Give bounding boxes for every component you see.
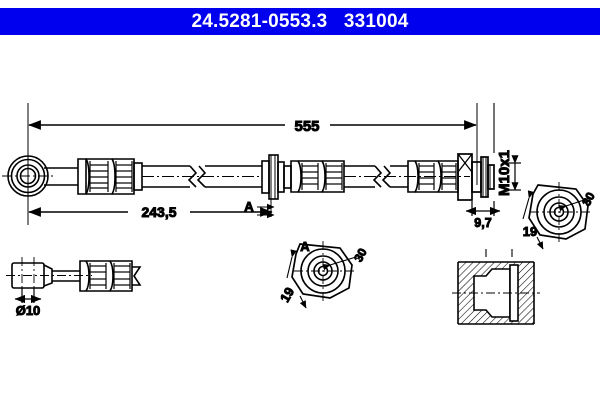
right-end-hex-view: 30 19 xyxy=(522,182,598,250)
mid-collar-detail xyxy=(270,155,276,199)
dimension-label-9-7: 9,7 xyxy=(474,216,491,230)
seat-section-view xyxy=(452,249,540,325)
mid-collar-fitting xyxy=(261,154,292,200)
technical-drawing-canvas: 555 243,5 xyxy=(0,35,600,400)
hose-body-right xyxy=(344,165,408,188)
section-marker-a: A xyxy=(244,199,254,214)
section-a-angle-label: 30 xyxy=(351,246,370,265)
section-a-angle-leader xyxy=(322,256,357,271)
dimension-label-243-5: 243,5 xyxy=(141,204,176,220)
left-ferrule-ribs xyxy=(89,161,133,192)
section-a-view-label: A xyxy=(300,239,310,254)
right-hex-angle-label: 30 xyxy=(579,190,598,209)
section-a-hex-label: 19 xyxy=(277,285,297,305)
right-end-fitting xyxy=(457,153,495,201)
dimension-9-7 xyxy=(465,201,501,216)
right-hex-centerlines xyxy=(530,182,590,242)
thread-lines xyxy=(482,157,491,197)
hex-nut-cross-hatch xyxy=(457,153,473,173)
page-title: 24.5281-0553.3 331004 xyxy=(191,10,409,32)
bottom-left-ferrule xyxy=(79,260,142,292)
bottom-left-ferrule-ribs xyxy=(89,263,131,289)
hose-body-left xyxy=(142,165,262,188)
section-a-leader xyxy=(257,203,275,219)
main-elevation-view: 555 243,5 xyxy=(2,103,521,231)
banjo-end-side-view: Ø10 xyxy=(6,257,142,319)
banjo-centerlines xyxy=(2,150,56,203)
banjo-side-centerlines xyxy=(6,257,92,293)
section-a-view: A 30 19 xyxy=(276,239,370,309)
dimension-label-555: 555 xyxy=(294,118,319,135)
dimension-diameter-10 xyxy=(14,288,42,304)
header-bar: 24.5281-0553.3 331004 xyxy=(0,8,600,35)
right-hex-angle-leader xyxy=(558,197,591,212)
right-ferrule-ribs xyxy=(418,163,457,190)
right-hex-outline xyxy=(528,184,589,240)
right-hex-width-leader xyxy=(522,190,544,250)
dimension-19-right xyxy=(505,155,521,191)
right-hex-size-label: 19 xyxy=(523,224,537,239)
dimension-label-diameter-10: Ø10 xyxy=(16,303,41,318)
seat-section-tick-marks xyxy=(485,249,513,257)
section-a-hex-outline xyxy=(291,243,353,299)
section-a-centerlines xyxy=(294,241,354,301)
left-crimp-ferrule xyxy=(77,158,143,195)
section-a-width-leader xyxy=(286,249,307,309)
mid-ferrule-ribs xyxy=(301,163,343,190)
thread-label-m10x1: M10x1 xyxy=(496,150,513,196)
banjo-neck xyxy=(44,167,78,186)
